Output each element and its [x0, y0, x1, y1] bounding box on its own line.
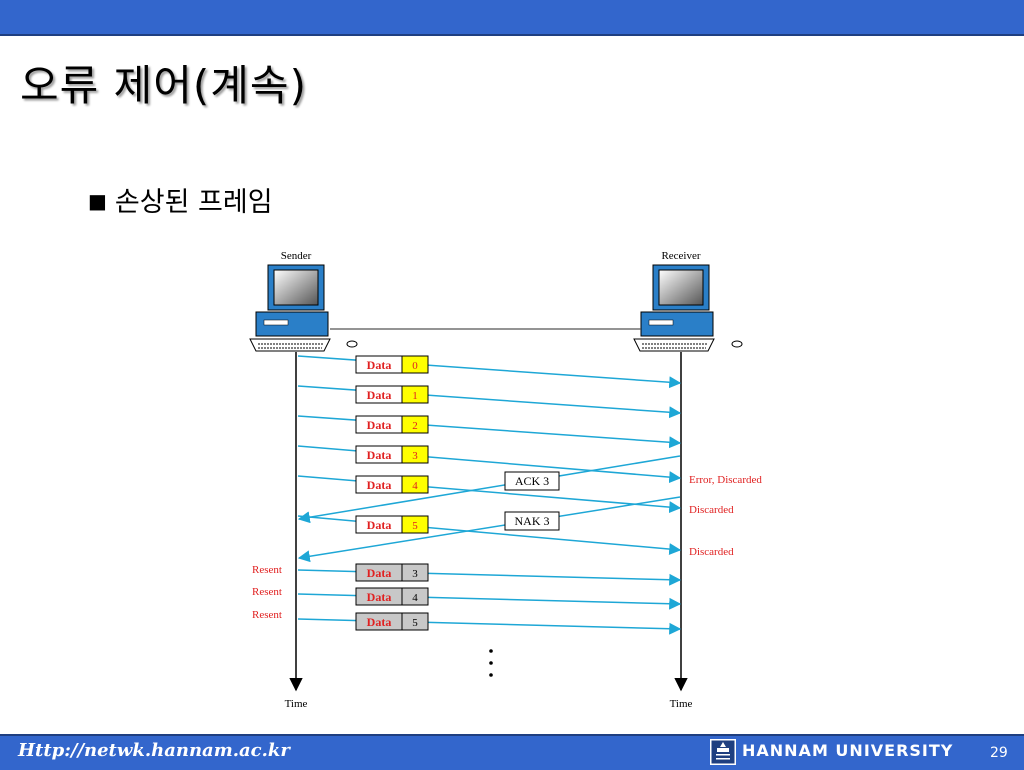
page-number: 29: [990, 745, 1008, 761]
data-frame-3-number: 3: [412, 450, 418, 462]
resent-frame-4: Data 4: [355, 587, 429, 606]
resent-label-4: Resent: [252, 586, 282, 598]
resent-frame-4-label: Data: [367, 590, 392, 604]
continuation-dots: [489, 649, 493, 677]
frame-arrow-0: [297, 355, 682, 389]
frame-arrow-1: [297, 385, 682, 419]
data-frame-2: Data 2: [355, 415, 429, 434]
frame-arrow-4: [297, 475, 682, 514]
receiver-label: Receiver: [661, 250, 700, 262]
receiver-computer-icon: [633, 264, 743, 352]
footer-url[interactable]: Http://netwk.hannam.ac.kr: [18, 740, 290, 761]
resent-frame-3-number: 3: [412, 568, 418, 580]
data-frame-5-label: Data: [367, 518, 392, 532]
data-frame-0: Data 0: [355, 355, 429, 374]
data-frame-0-number: 0: [412, 360, 418, 372]
sender-time-label: Time: [285, 698, 308, 710]
resent-frame-5-number: 5: [412, 617, 418, 629]
data-frame-4-label: Data: [367, 478, 392, 492]
data-frame-4-number: 4: [412, 480, 418, 492]
resent-arrow-5: [297, 618, 682, 635]
ack-arrow: [297, 455, 681, 524]
resent-arrow-4: [297, 593, 682, 610]
data-frame-5: Data 5: [355, 515, 429, 534]
university-name: HANNAM UNIVERSITY: [742, 741, 954, 760]
frame-arrow-3: [297, 445, 682, 484]
footer-bar: Http://netwk.hannam.ac.kr HANNAM UNIVERS…: [0, 734, 1024, 770]
data-frame-0-label: Data: [367, 358, 392, 372]
data-frame-2-label: Data: [367, 418, 392, 432]
resent-frame-4-number: 4: [412, 592, 418, 604]
data-frame-1-label: Data: [367, 388, 392, 402]
receiver-time-label: Time: [670, 698, 693, 710]
bullet-item: ■ 손상된 프레임: [88, 180, 273, 219]
sender-label: Sender: [281, 250, 312, 262]
arrow-layer: [297, 355, 682, 635]
data-frame-1-number: 1: [412, 390, 418, 402]
nak-box: NAK 3: [504, 511, 560, 531]
resent-frame-5: Data 5: [355, 612, 429, 631]
bullet-text: 손상된 프레임: [114, 187, 273, 218]
sender-computer-icon: [249, 264, 358, 352]
resent-label-5: Resent: [252, 609, 282, 621]
resent-label-3: Resent: [252, 564, 282, 576]
slide-title: 오류 제어(계속): [20, 61, 307, 110]
frame-arrow-2: [297, 415, 682, 449]
university-logo-icon: [710, 739, 736, 765]
nak-arrow: [297, 496, 681, 563]
resent-frame-3-label: Data: [367, 566, 392, 580]
ack-box: ACK 3: [504, 471, 560, 491]
resent-frame-5-label: Data: [367, 615, 392, 629]
resent-arrow-3: [297, 569, 682, 586]
status-discarded-4: Discarded: [689, 504, 734, 516]
data-frame-3-label: Data: [367, 448, 392, 462]
status-error-discarded: Error, Discarded: [689, 474, 762, 486]
data-frame-5-number: 5: [412, 520, 418, 532]
resent-frame-3: Data 3: [355, 563, 429, 582]
data-frame-3: Data 3: [355, 445, 429, 464]
status-discarded-5: Discarded: [689, 546, 734, 558]
nak-label: NAK 3: [515, 514, 550, 528]
data-frame-4: Data 4: [355, 475, 429, 494]
ack-label: ACK 3: [515, 474, 549, 488]
data-frame-1: Data 1: [355, 385, 429, 404]
frame-arrow-5: [297, 515, 682, 556]
top-bar: [0, 0, 1024, 36]
square-bullet-icon: ■: [88, 189, 107, 213]
data-frame-2-number: 2: [412, 420, 418, 432]
